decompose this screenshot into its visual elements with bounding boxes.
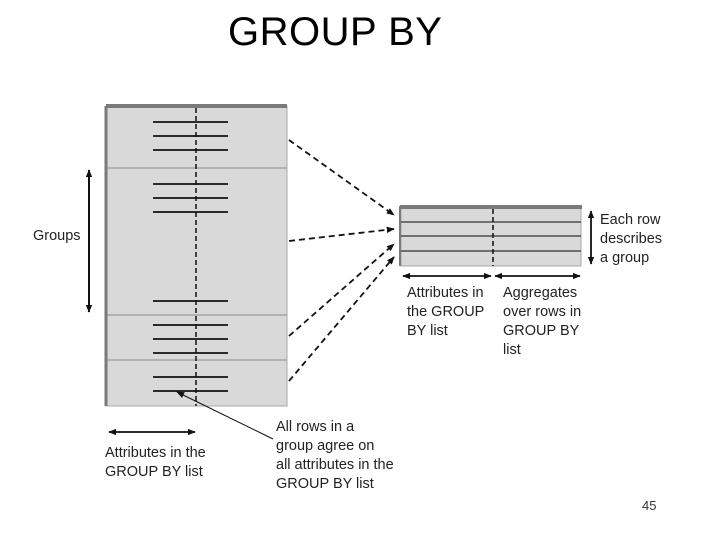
label-line: Each row xyxy=(600,212,661,228)
label-line: list xyxy=(503,342,521,358)
label-line: the GROUP xyxy=(407,304,485,320)
left-attributes-label: Attributes in the GROUP BY list xyxy=(105,444,206,482)
group-dividers xyxy=(107,167,287,361)
label-line: all attributes in the xyxy=(276,457,394,473)
label-line: describes xyxy=(600,231,663,247)
all-rows-label: All rows in a group agree on all attribu… xyxy=(276,418,394,494)
label-line: All rows in a xyxy=(276,419,355,435)
label-line: BY list xyxy=(407,323,448,339)
mapping-arrows xyxy=(288,139,395,382)
each-row-label: Each row describes a group xyxy=(600,211,662,268)
label-line: Attributes in the xyxy=(105,445,206,461)
label-line: GROUP BY xyxy=(503,323,580,339)
label-line: Attributes in xyxy=(407,285,484,301)
slide-title: GROUP BY xyxy=(228,10,443,54)
label-line: GROUP BY list xyxy=(276,476,374,492)
label-line: over rows in xyxy=(503,304,582,320)
label-line: GROUP BY list xyxy=(105,464,203,480)
result-aggregates-label: Aggregates over rows in GROUP BY list xyxy=(503,284,581,360)
all-rows-pointer xyxy=(176,391,274,440)
source-table xyxy=(104,104,288,407)
result-table xyxy=(399,205,582,267)
label-line: Aggregates xyxy=(503,285,578,301)
page-number: 45 xyxy=(642,498,657,513)
label-line: a group xyxy=(600,250,650,266)
groups-label: Groups xyxy=(33,228,81,244)
result-attributes-label: Attributes in the GROUP BY list xyxy=(407,284,484,341)
source-rows xyxy=(153,121,228,392)
label-line: group agree on xyxy=(276,438,375,454)
result-rows xyxy=(401,221,581,252)
